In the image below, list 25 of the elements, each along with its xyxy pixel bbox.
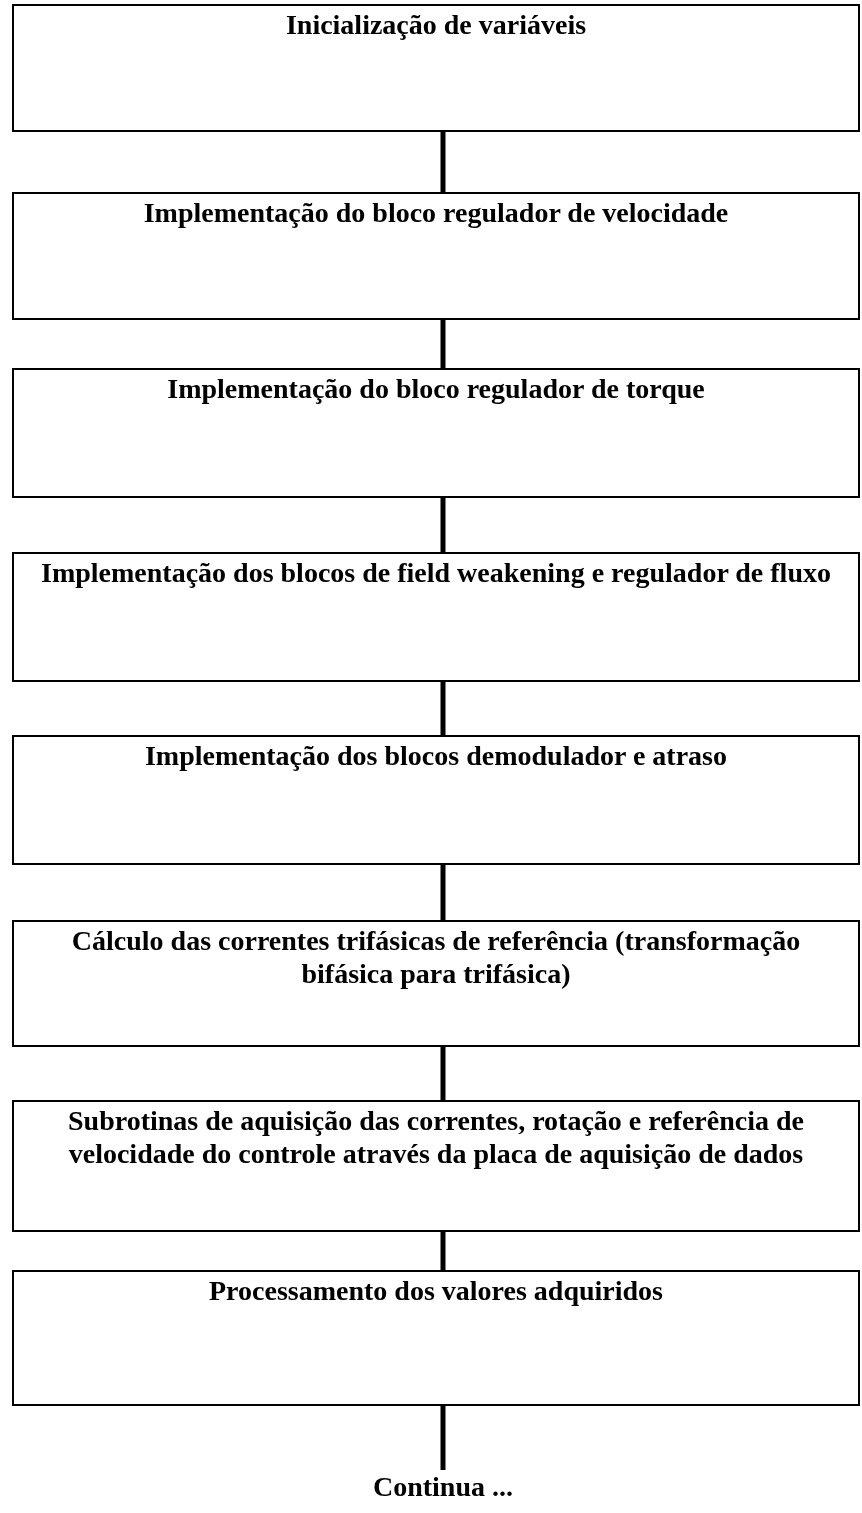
connector-line [440, 682, 446, 735]
connector-line [440, 1047, 446, 1100]
step-text: Inicialização de variáveis [285, 8, 587, 41]
step-text: Implementação do bloco regulador de velocidade [143, 196, 729, 229]
connector-line [440, 132, 446, 192]
connector-line [440, 320, 446, 368]
process-box [12, 192, 860, 320]
step-text: Subrotinas de aquisição das correntes, rotação e referência de velocidade do controle através da placa de aquisição de dados [67, 1104, 805, 1170]
step-text: Processamento dos valores adquiridos [209, 1274, 663, 1307]
process-box [12, 735, 860, 865]
continuation-text: Continua ... [372, 1470, 513, 1503]
connector-line [440, 1406, 446, 1470]
process-box [12, 1270, 860, 1406]
connector-line [440, 1232, 446, 1270]
connector-line [440, 498, 446, 552]
step-text: Implementação dos blocos de field weakening e regulador de fluxo [41, 556, 831, 589]
process-box [12, 368, 860, 498]
step-text: Implementação dos blocos demodulador e atraso [144, 739, 727, 772]
step-text: Implementação do bloco regulador de torque [167, 372, 705, 405]
process-box [12, 552, 860, 682]
process-box [12, 1100, 860, 1232]
connector-line [440, 865, 446, 920]
step-text: Cálculo das correntes trifásicas de referência (transformação bifásica para trifásica) [70, 924, 802, 990]
process-box [12, 4, 860, 132]
process-box [12, 920, 860, 1047]
